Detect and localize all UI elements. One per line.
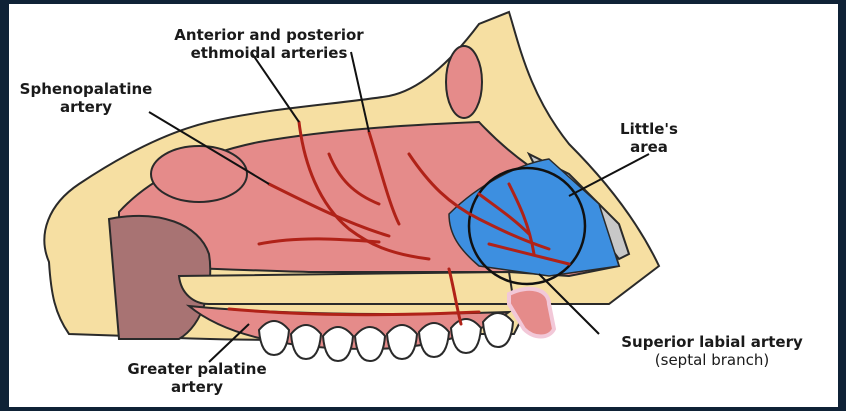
label-superior-labial-artery: Superior labial artery (septal branch) [592, 333, 832, 369]
sphenoid-sinus [151, 146, 247, 202]
label-ethmoidal-line1: Anterior and posterior [137, 26, 401, 44]
label-littles-line2: area [599, 138, 699, 156]
frontal-sinus [446, 46, 482, 118]
label-littles-line1: Little's [599, 120, 699, 138]
diagram-canvas: Anterior and posterior ethmoidal arterie… [9, 4, 838, 407]
label-greater-palatine-artery: Greater palatine artery [97, 360, 297, 396]
label-littles-area: Little's area [599, 120, 699, 156]
label-ethmoidal-arteries: Anterior and posterior ethmoidal arterie… [137, 26, 401, 62]
label-labial-line1: Superior labial artery [592, 333, 832, 351]
hard-palate [179, 272, 514, 304]
label-ethmoidal-line2: ethmoidal arteries [137, 44, 401, 62]
label-sphenopalatine-line2: artery [11, 98, 161, 116]
label-sphenopalatine-line1: Sphenopalatine [11, 80, 161, 98]
label-palatine-line1: Greater palatine [97, 360, 297, 378]
label-sphenopalatine-artery: Sphenopalatine artery [11, 80, 161, 116]
label-palatine-line2: artery [97, 378, 297, 396]
label-labial-line2: (septal branch) [592, 351, 832, 369]
